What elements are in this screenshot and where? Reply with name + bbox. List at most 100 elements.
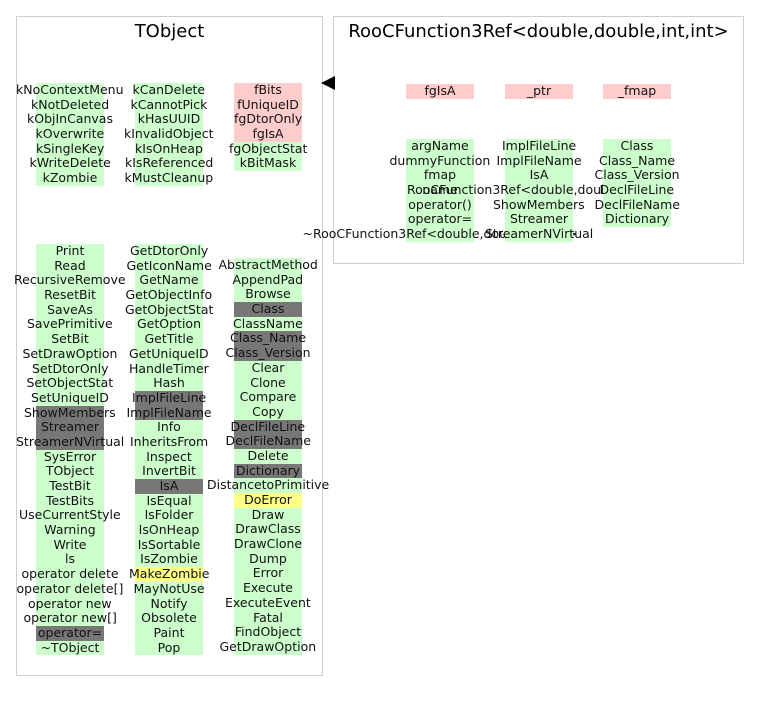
tobject-class-title: TObject [134, 21, 205, 42]
class-entry: Class_Name [230, 330, 307, 347]
class-entry: operator delete[] [16, 580, 124, 597]
class-entry: DeclFileLine [230, 418, 306, 435]
class-entry: kInvalidObject [124, 126, 214, 142]
class-entry: ClassName [233, 315, 303, 332]
class-entry: ~TObject [36, 640, 104, 656]
class-entry: DeclFileName [225, 433, 311, 449]
class-entry: Read [36, 258, 104, 274]
class-entry: Clear [234, 360, 302, 376]
class-entry: Class_Version [225, 345, 311, 361]
roocfunction3ref-class-title: RooCFunction3Ref<double,double,int,int> [348, 21, 729, 42]
class-entry: ResetBit [36, 287, 104, 303]
class-entry: operator() [406, 197, 474, 213]
class-entry: Class [234, 301, 302, 317]
class-entry: DrawClass [234, 521, 302, 538]
class-entry: FindObject [234, 624, 302, 640]
class-entry: Copy [234, 404, 302, 420]
class-entry: ImplFileName [126, 404, 212, 421]
class-entry: TObject [36, 464, 104, 479]
class-entry: Execute [234, 580, 302, 596]
class-entry: Obsolete [135, 610, 203, 626]
roocfunction3ref-class-box: RooCFunction3Ref<double,double,int,int> [333, 16, 744, 264]
class-entry: IsZombie [135, 552, 203, 568]
class-entry: Browse [234, 287, 302, 303]
class-entry: GetIconName [126, 257, 212, 274]
class-entry: SetBit [36, 331, 104, 347]
class-entry: kCannotPick [130, 96, 208, 113]
class-entry: SetObjectStat [26, 375, 114, 391]
class-entry: Clone [234, 375, 302, 391]
class-entry: kBitMask [234, 156, 302, 172]
class-entry: Fatal [234, 610, 302, 626]
class-entry: dummyFunction [389, 152, 491, 169]
class-entry: MayNotUse [133, 580, 205, 597]
class-entry: Pop [135, 640, 203, 656]
class-entry: kWriteDelete [29, 155, 111, 172]
class-entry: InvertBit [135, 464, 203, 479]
class-entry: SysError [36, 449, 104, 465]
class-entry: Warning [36, 522, 104, 538]
class-entry: kIsOnHeap [135, 140, 203, 157]
class-entry: fgDtorOnly [234, 111, 303, 128]
class-entry: Class_Name [599, 152, 676, 169]
class-entry: GetTitle [135, 331, 203, 347]
class-entry: StreamerNVirtual [485, 226, 594, 242]
class-entry: Delete [234, 448, 302, 464]
class-entry: RecursiveRemove [14, 272, 126, 289]
class-entry: fUniqueID [234, 97, 302, 113]
class-entry: GetObjectInfo [125, 287, 213, 303]
class-entry: SavePrimitive [27, 316, 113, 333]
class-entry: _ptr [505, 83, 573, 99]
class-entry: TestBit [36, 478, 104, 494]
class-entry: _fmap [603, 83, 671, 99]
class-entry: kMustCleanup [124, 170, 214, 186]
class-entry: fgIsA [406, 83, 474, 99]
class-entry: AppendPad [232, 271, 304, 288]
class-entry: Paint [135, 625, 203, 641]
class-entry: Hash [135, 375, 203, 391]
class-entry: GetDtorOnly [130, 243, 209, 259]
class-entry: Streamer [505, 212, 573, 228]
class-entry: fgIsA [234, 126, 302, 142]
class-entry: HandleTimer [129, 360, 209, 377]
inheritance-arrow-icon [321, 76, 335, 90]
roo-member-column-3: _fmap [603, 83, 671, 99]
class-entry: Write [36, 537, 104, 553]
class-entry: DistancetoPrimitive [207, 477, 330, 493]
class-entry: ShowMembers [493, 196, 585, 213]
class-entry: Class [603, 138, 671, 154]
class-entry: DeclFileLine [599, 182, 675, 198]
class-entry: Dictionary [234, 462, 302, 479]
class-entry: kZombie [36, 170, 104, 186]
class-entry: Dictionary [603, 211, 671, 228]
class-entry: Dump [234, 551, 302, 567]
class-entry: Compare [234, 389, 302, 405]
class-entry: TestBits [36, 493, 104, 509]
class-entry: SetDtorOnly [32, 360, 109, 377]
class-entry: IsEqual [135, 493, 203, 509]
class-entry: ExecuteEvent [225, 594, 311, 611]
class-entry: IsOnHeap [135, 522, 203, 538]
tobject-class-box: TObject [16, 16, 323, 676]
class-entry: fgObjectStat [229, 140, 308, 157]
class-entry: ShowMembers [24, 404, 116, 421]
class-entry: fmap [406, 168, 474, 184]
class-entry: Streamer [36, 420, 104, 435]
class-entry: kNotDeleted [31, 96, 110, 113]
class-entry: SetDrawOption [22, 345, 118, 362]
class-entry: kOverwrite [35, 126, 105, 142]
class-entry: ImplFileLine [132, 389, 207, 406]
class-entry: UseCurrentStyle [19, 507, 121, 524]
class-entry: GetName [135, 273, 203, 289]
roo-member-column-2: _ptr [505, 83, 573, 99]
class-entry: name [406, 182, 474, 198]
class-entry: kNoContextMenu [16, 82, 124, 98]
class-entry: GetOption [135, 316, 203, 333]
class-entry: InheritsFrom [130, 433, 209, 450]
